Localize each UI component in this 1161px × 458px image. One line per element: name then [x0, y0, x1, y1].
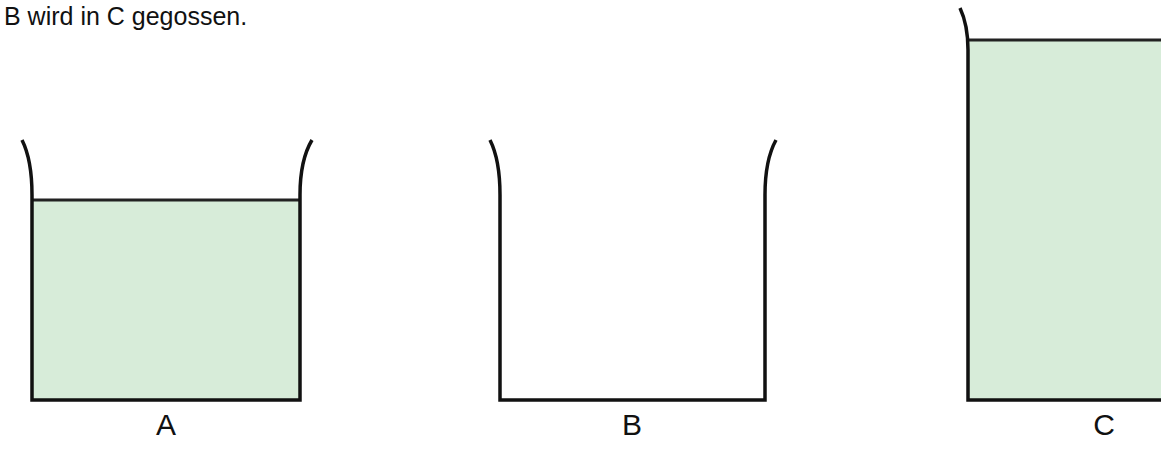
liquid: [968, 40, 1161, 400]
beaker-outline: [490, 140, 776, 400]
beaker-a: [22, 140, 312, 400]
beaker-c: [960, 8, 1161, 400]
beaker-outline: [960, 8, 1161, 400]
beaker-label: B: [622, 408, 642, 442]
beaker-label: C: [1093, 408, 1115, 442]
liquid: [32, 200, 300, 400]
liquid-surface: [32, 199, 300, 202]
liquid-surface: [968, 39, 1161, 42]
beaker-b: [490, 140, 776, 400]
beaker-label: A: [156, 408, 176, 442]
caption-title: B wird in C gegossen.: [4, 2, 247, 31]
beaker-outline: [22, 140, 312, 400]
